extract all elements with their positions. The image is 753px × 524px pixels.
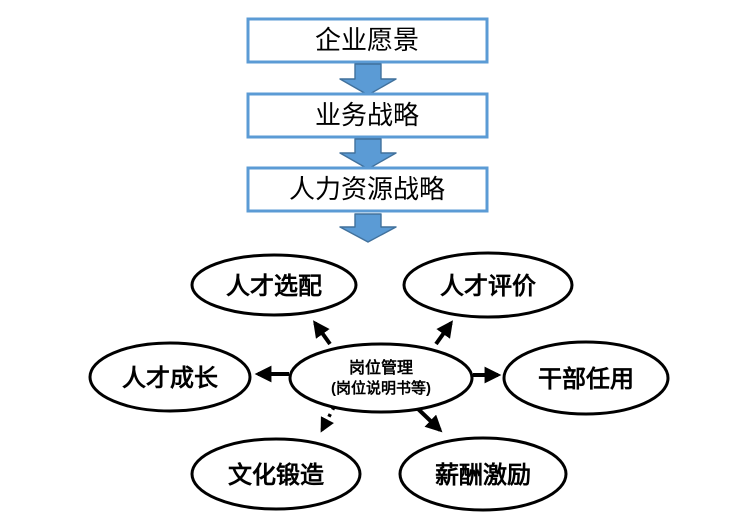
flow-box-business-strategy: [246, 92, 489, 139]
node-culture-forging-label: 文化锻造: [228, 461, 324, 489]
connector-talent-evaluation: [434, 320, 453, 346]
node-cadre-appointment: 干部任用: [502, 340, 670, 416]
flow-box-vision-label: 企业愿景: [315, 25, 419, 55]
flow-box-hr-strategy: [246, 166, 489, 213]
connector-culture-forging: [320, 406, 336, 433]
node-position-management: 岗位管理 (岗位说明书等): [288, 342, 474, 414]
node-cadre-appointment-ellipse: [502, 340, 670, 416]
flow-box-hr-strategy-label: 人力资源战略: [289, 174, 445, 204]
down-block-arrow-1: [339, 63, 397, 96]
node-culture-forging-ellipse: [190, 437, 362, 511]
node-compensation-incentive: 薪酬激励: [398, 436, 568, 512]
connector-compensation-incentive: [414, 405, 443, 433]
node-compensation-incentive-label: 薪酬激励: [435, 461, 531, 489]
node-position-management-ellipse: [288, 342, 474, 414]
node-culture-forging: 文化锻造: [190, 437, 362, 511]
node-talent-evaluation-ellipse: [402, 251, 574, 319]
connector-talent-selection: [313, 320, 332, 346]
node-talent-growth-ellipse: [88, 341, 252, 413]
node-compensation-incentive-ellipse: [398, 436, 568, 512]
node-talent-growth: 人才成长: [88, 341, 252, 413]
center-node-title: 岗位管理: [349, 358, 413, 377]
center-node-subtitle: (岗位说明书等): [331, 379, 431, 397]
node-talent-evaluation: 人才评价: [402, 251, 574, 319]
node-talent-selection: 人才选配: [190, 253, 358, 317]
down-block-arrow-2: [339, 138, 397, 170]
node-talent-selection-label: 人才选配: [226, 273, 322, 300]
node-talent-selection-ellipse: [190, 253, 358, 317]
node-cadre-appointment-label: 干部任用: [538, 365, 634, 393]
node-talent-evaluation-label: 人才评价: [440, 273, 537, 300]
flow-box-vision: [246, 17, 489, 64]
node-talent-growth-label: 人才成长: [122, 365, 219, 392]
down-block-arrow-3: [339, 213, 397, 243]
flow-box-business-strategy-label: 业务战略: [315, 100, 419, 130]
